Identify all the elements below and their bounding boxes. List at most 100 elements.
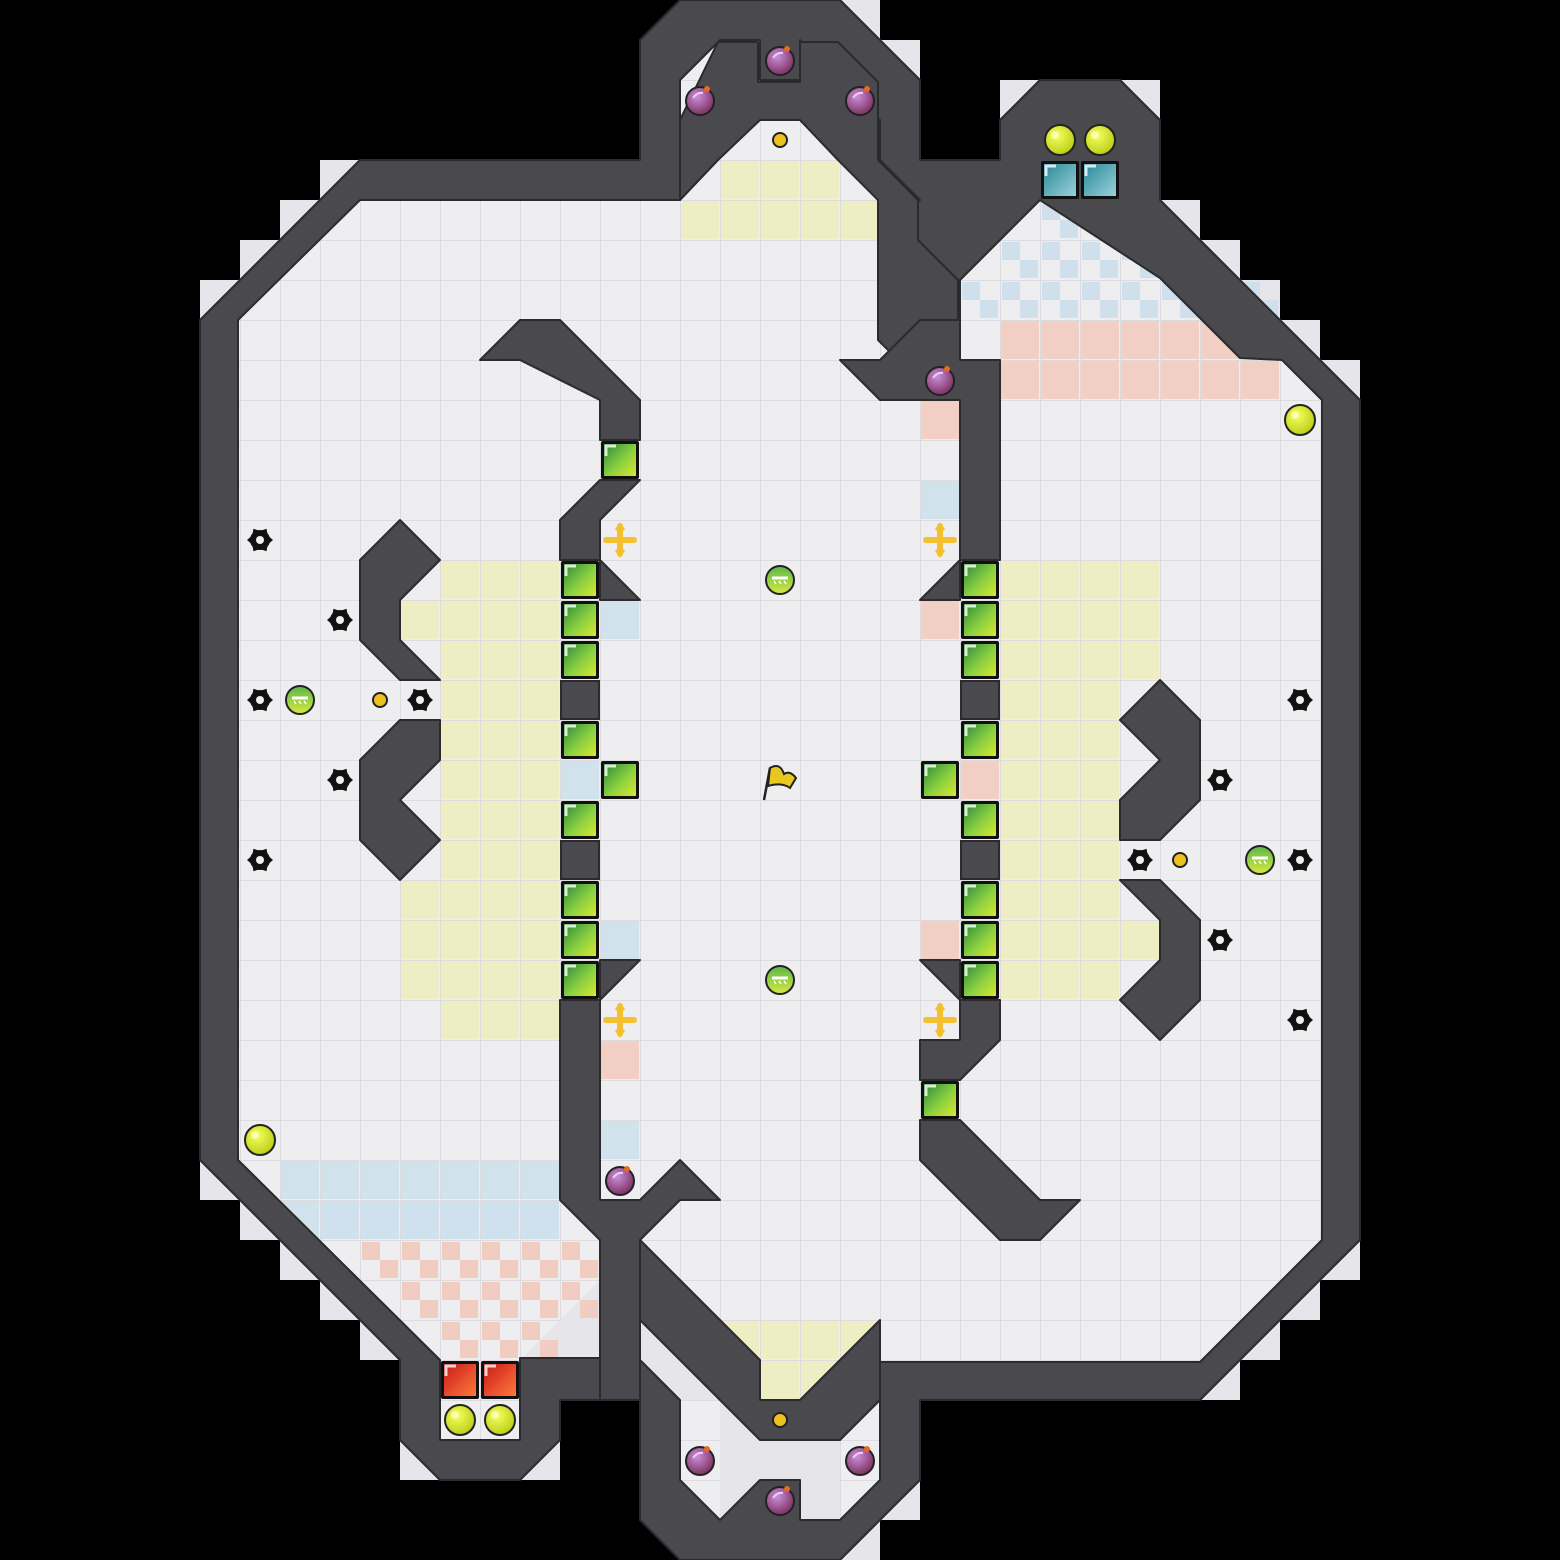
- zone-yellow: [761, 1321, 799, 1359]
- purple-mine-icon: [765, 1486, 795, 1516]
- checker-salmon: [522, 1242, 540, 1260]
- zone-salmon: [1201, 361, 1239, 399]
- zone-yellow: [1121, 601, 1159, 639]
- zone-yellow: [801, 161, 839, 199]
- checker-salmon: [402, 1242, 420, 1260]
- zone-yellow: [1041, 921, 1079, 959]
- zone-yellow: [1001, 721, 1039, 759]
- gear-icon: [1287, 848, 1313, 872]
- purple-mine-icon: [925, 366, 955, 396]
- zone-blue: [561, 761, 599, 799]
- zone-yellow: [1001, 801, 1039, 839]
- right-column-lower: [919, 999, 1001, 1081]
- checker-salmon: [460, 1300, 478, 1318]
- checker-salmon: [540, 1340, 558, 1358]
- zone-blue: [601, 601, 639, 639]
- zone-yellow: [521, 1001, 559, 1039]
- zone-yellow: [1041, 641, 1079, 679]
- zone-yellow: [1041, 601, 1079, 639]
- green-block: [561, 641, 599, 679]
- gear-icon: [1287, 1008, 1313, 1032]
- wedge: [599, 959, 641, 1001]
- zone-salmon: [921, 401, 959, 439]
- checker-blue: [1100, 300, 1118, 318]
- plus-marker-icon: [923, 522, 957, 558]
- zone-yellow: [1121, 561, 1159, 599]
- teal-block: [1081, 161, 1119, 199]
- zone-blue: [481, 1201, 519, 1239]
- zone-blue: [321, 1201, 359, 1239]
- green-block: [561, 561, 599, 599]
- green-block: [961, 961, 999, 999]
- zone-yellow: [1081, 881, 1119, 919]
- dark-block: [960, 840, 1000, 880]
- checker-salmon: [442, 1242, 460, 1260]
- green-block: [961, 921, 999, 959]
- zone-blue: [521, 1161, 559, 1199]
- zone-yellow: [1081, 721, 1119, 759]
- yellow-ball: [1084, 124, 1116, 156]
- zone-salmon: [961, 761, 999, 799]
- zone-salmon: [1121, 321, 1159, 359]
- checker-salmon: [362, 1242, 380, 1260]
- zone-yellow: [1081, 561, 1119, 599]
- gear-icon: [1207, 928, 1233, 952]
- gear-icon: [247, 528, 273, 552]
- zone-yellow: [441, 561, 479, 599]
- checker-blue: [1082, 242, 1100, 260]
- zone-yellow: [441, 801, 479, 839]
- zone-yellow: [1041, 761, 1079, 799]
- small-dot: [1172, 852, 1188, 868]
- zone-yellow: [441, 961, 479, 999]
- checker-salmon: [522, 1322, 540, 1340]
- yellow-ball: [484, 1404, 516, 1436]
- zone-yellow: [521, 641, 559, 679]
- checker-salmon: [442, 1282, 460, 1300]
- left-column-lower: [559, 999, 721, 1401]
- walls: [199, 0, 1361, 1560]
- zone-yellow: [1081, 801, 1119, 839]
- checker-salmon: [540, 1260, 558, 1278]
- zone-salmon: [1001, 361, 1039, 399]
- right-column-upper: [839, 319, 1001, 561]
- zone-salmon: [1081, 321, 1119, 359]
- checker-blue: [1140, 300, 1158, 318]
- checker-blue: [1020, 300, 1038, 318]
- zone-yellow: [481, 721, 519, 759]
- floor-area: [238, 120, 1322, 1400]
- gear-icon: [1207, 768, 1233, 792]
- zone-blue: [361, 1161, 399, 1199]
- zone-yellow: [1041, 961, 1079, 999]
- checker-blue: [1042, 282, 1060, 300]
- red-block: [481, 1361, 519, 1399]
- wedge: [919, 559, 961, 601]
- zone-yellow: [481, 681, 519, 719]
- zone-yellow: [761, 201, 799, 239]
- yellow-ball: [244, 1124, 276, 1156]
- green-block: [601, 441, 639, 479]
- zone-yellow: [441, 761, 479, 799]
- yellow-ball: [444, 1404, 476, 1436]
- red-block: [441, 1361, 479, 1399]
- zone-yellow: [481, 1001, 519, 1039]
- checker-salmon: [500, 1260, 518, 1278]
- zone-blue: [281, 1161, 319, 1199]
- gear-icon: [327, 608, 353, 632]
- zone-yellow: [521, 921, 559, 959]
- zone-salmon: [1001, 321, 1039, 359]
- green-block: [961, 881, 999, 919]
- checker-salmon: [580, 1300, 598, 1318]
- zone-yellow: [841, 201, 879, 239]
- checker-salmon: [442, 1322, 460, 1340]
- zone-salmon: [1241, 361, 1279, 399]
- zone-blue: [601, 1121, 639, 1159]
- zone-yellow: [441, 721, 479, 759]
- zone-yellow: [521, 801, 559, 839]
- zone-yellow: [1041, 881, 1079, 919]
- zone-yellow: [1001, 761, 1039, 799]
- zone-yellow: [521, 841, 559, 879]
- zone-yellow: [521, 601, 559, 639]
- zone-yellow: [1121, 921, 1159, 959]
